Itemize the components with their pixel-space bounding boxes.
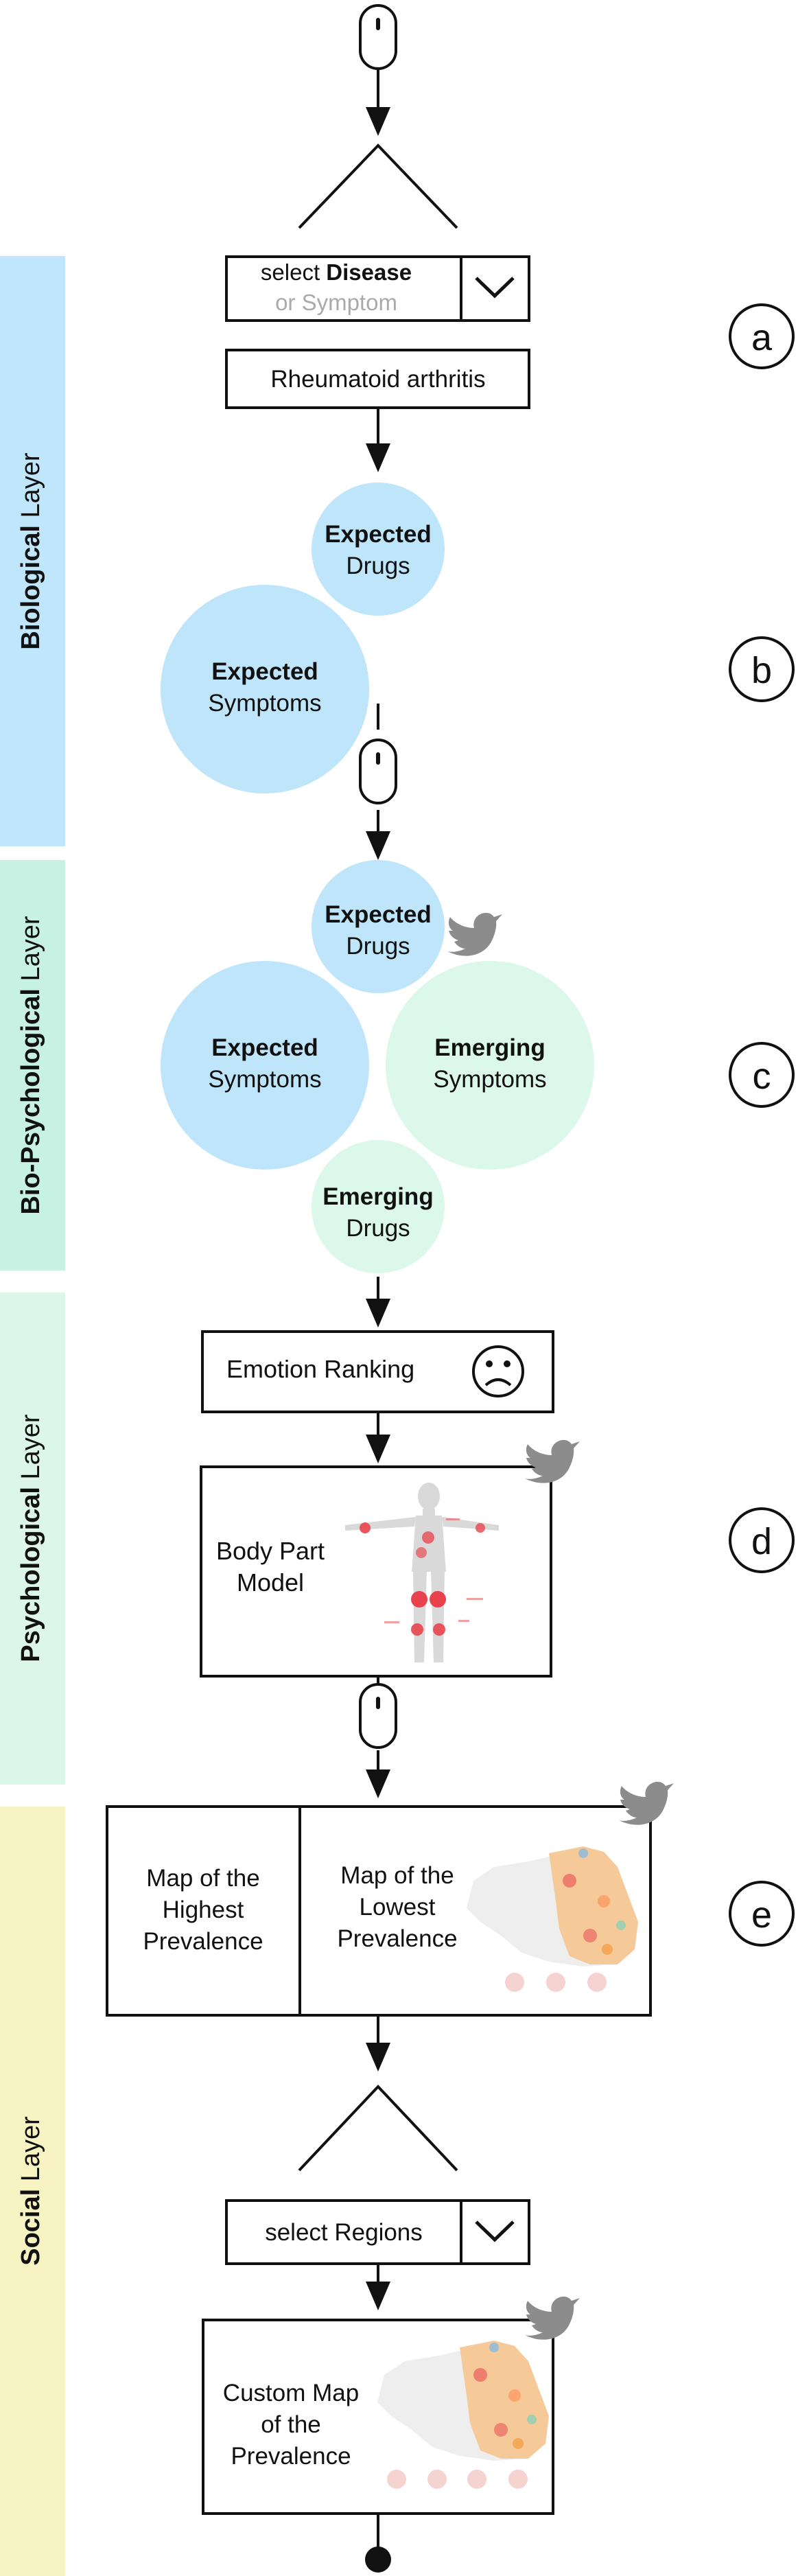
bubble-title: Expected <box>211 658 318 685</box>
step-label-d: d <box>729 1507 795 1573</box>
bubble-subtitle: Drugs <box>346 553 410 579</box>
uk-map-icon <box>467 1846 638 1966</box>
svg-text:a: a <box>751 317 773 358</box>
bubble-title: Emerging <box>434 1034 545 1061</box>
layer-label-bio-psychological: Bio-Psychological Layer <box>16 916 45 1214</box>
layer-social: Social Layer <box>0 1807 65 2576</box>
custom-map-line1: Custom Map <box>223 2380 359 2406</box>
bubble-expected-drugs-2[interactable]: Expected Drugs <box>312 860 445 993</box>
bubble-expected-drugs[interactable]: Expected Drugs <box>312 483 445 616</box>
bubble-title: Expected <box>325 901 432 928</box>
layer-label-biological: Biological Layer <box>16 452 45 650</box>
chevron-down-icon[interactable] <box>475 277 515 299</box>
selected-disease-box: Rheumatoid arthritis <box>225 349 530 409</box>
region-select-dropdown[interactable]: select Regions <box>225 2199 530 2265</box>
prevalence-maps-box: Map of the Highest Prevalence Map of the… <box>106 1805 652 2017</box>
layer-label-social: Social Layer <box>16 2116 45 2266</box>
layer-label-psychological: Psychological Layer <box>16 1414 45 1662</box>
map-lowest-prevalence[interactable]: Map of the Lowest Prevalence <box>337 1846 638 1992</box>
arrowheads <box>366 107 390 2310</box>
twitter-bird-icon <box>447 912 502 956</box>
body-part-model-label-line2: Model <box>237 1568 304 1597</box>
mouse-icon <box>359 1683 397 1749</box>
body-part-model-box[interactable]: Body Part Model <box>200 1465 552 1678</box>
custom-map-line3: Prevalence <box>231 2443 351 2470</box>
bubble-emerging-drugs[interactable]: Emerging Drugs <box>312 1140 445 1273</box>
map-highest-line3: Prevalence <box>143 1928 263 1955</box>
bubble-title: Expected <box>325 521 432 548</box>
bubble-subtitle: Symptoms <box>208 690 321 717</box>
bubble-subtitle: Drugs <box>346 1215 410 1242</box>
end-node <box>365 2546 391 2573</box>
region-select-label: select Regions <box>265 2219 423 2246</box>
uk-map-icon <box>377 2341 549 2461</box>
bubble-expected-symptoms[interactable]: Expected Symptoms <box>161 585 369 793</box>
step-label-c: c <box>729 1042 795 1108</box>
mouse-icon <box>359 4 397 70</box>
map-highest-line1: Map of the <box>146 1865 259 1892</box>
mouse-icon <box>359 739 397 804</box>
layer-psychological: Psychological Layer <box>0 1292 65 1785</box>
map-lowest-line3: Prevalence <box>337 1925 457 1952</box>
bubble-title: Emerging <box>322 1183 433 1210</box>
layer-bio-psychological: Bio-Psychological Layer <box>0 860 65 1270</box>
svg-text:e: e <box>751 1894 772 1936</box>
svg-text:d: d <box>751 1521 772 1562</box>
map-lowest-line1: Map of the <box>340 1862 454 1889</box>
emotion-ranking-box[interactable]: Emotion Ranking <box>201 1330 554 1413</box>
bubble-subtitle: Drugs <box>346 933 410 960</box>
bubble-subtitle: Symptoms <box>433 1066 546 1093</box>
layer-biological: Biological Layer <box>0 256 65 846</box>
svg-text:b: b <box>751 650 772 691</box>
map-highest-prevalence[interactable]: Map of the Highest Prevalence <box>143 1865 263 1955</box>
disease-select-dropdown[interactable]: select Disease or Symptom <box>225 255 530 322</box>
bubble-title: Expected <box>211 1034 318 1061</box>
sad-face-icon <box>472 1345 524 1397</box>
body-part-model-label-line1: Body Part <box>216 1537 325 1565</box>
custom-map-box[interactable]: Custom Map of the Prevalence <box>202 2319 554 2515</box>
emotion-ranking-label: Emotion Ranking <box>226 1355 414 1383</box>
step-label-e: e <box>729 1881 795 1947</box>
body-model-icon <box>345 1483 499 1662</box>
svg-text:c: c <box>753 1056 771 1097</box>
disease-select-label: select Disease <box>261 259 412 285</box>
map-lowest-line2: Lowest <box>360 1894 436 1921</box>
custom-map-line2: of the <box>261 2411 321 2438</box>
step-label-b: b <box>729 636 795 702</box>
map-highest-line2: Highest <box>163 1896 244 1923</box>
connectors <box>298 69 458 2548</box>
step-label-a: a <box>729 303 795 369</box>
selected-disease-label: Rheumatoid arthritis <box>270 366 485 393</box>
bubble-subtitle: Symptoms <box>208 1066 321 1093</box>
bubble-expected-symptoms-2[interactable]: Expected Symptoms <box>161 961 369 1170</box>
disease-select-hint: or Symptom <box>275 290 397 315</box>
bubble-emerging-symptoms[interactable]: Emerging Symptoms <box>386 961 594 1170</box>
chevron-down-icon[interactable] <box>475 2220 515 2242</box>
